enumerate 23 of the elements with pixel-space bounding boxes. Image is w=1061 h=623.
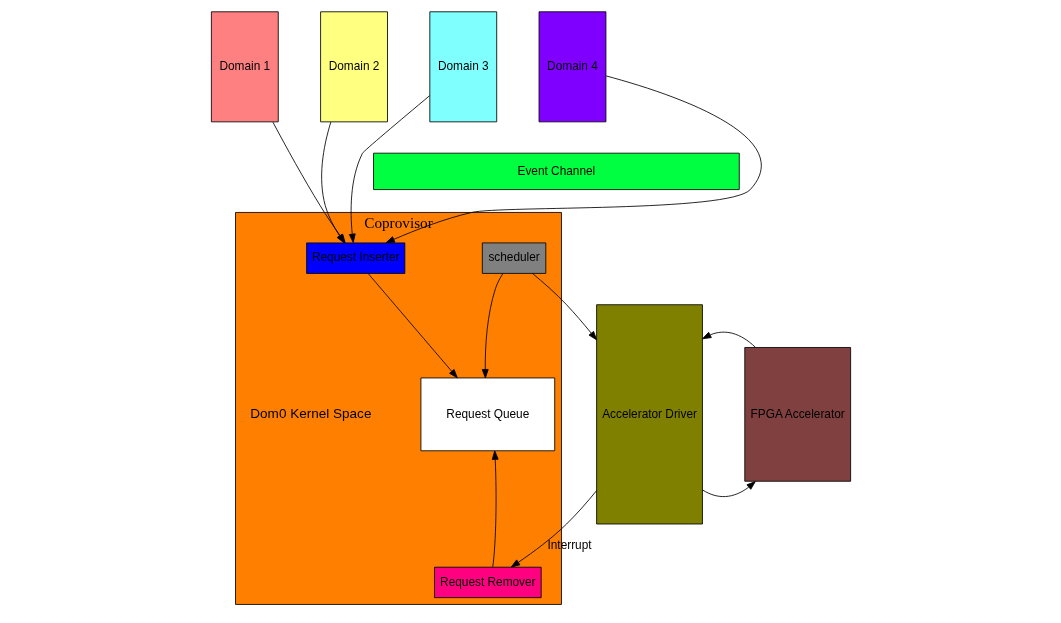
node-box: Domain 1: [210, 11, 279, 123]
arrow: [701, 331, 756, 348]
arrow: [531, 272, 597, 341]
node-box: Domain 4: [538, 11, 606, 123]
arrow: [491, 450, 499, 568]
arrow: [367, 273, 458, 379]
arrow: [271, 121, 346, 244]
arrow: [481, 273, 503, 379]
node-box: Accelerator Driver: [595, 304, 703, 525]
node-label: Dom0 Kernel Space: [249, 405, 371, 421]
arrow: [701, 481, 756, 497]
arrow: [385, 75, 762, 244]
arrow: [348, 95, 430, 243]
node-box: Domain 3: [428, 11, 497, 123]
node-box: Event Channel: [372, 152, 740, 190]
node-box: Request Remover: [433, 566, 542, 599]
arrow: [320, 121, 345, 244]
node-box: FPGA Accelerator: [743, 347, 851, 482]
node-box: scheduler: [481, 242, 546, 274]
node-box: Request Inserter: [305, 242, 405, 274]
node-box: Domain 2: [319, 11, 388, 123]
arrow: [510, 490, 597, 568]
node-box: Request Queue: [420, 377, 555, 452]
